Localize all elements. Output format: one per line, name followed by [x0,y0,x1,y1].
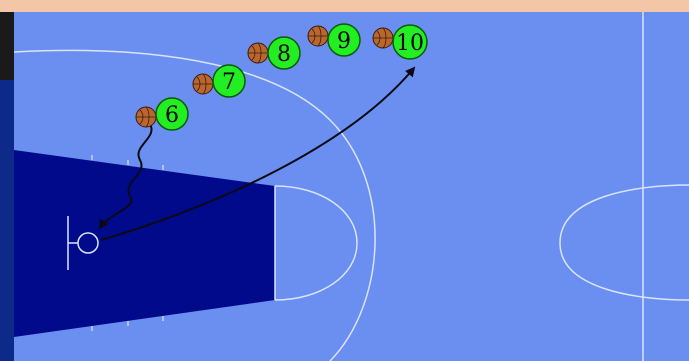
left-blue-band [0,80,14,361]
player-marker [392,24,428,60]
player-marker [212,64,246,98]
player-9: 9 [307,23,361,57]
player-8: 8 [247,36,301,70]
player-number: 6 [165,103,179,128]
player-6: 6 [135,97,189,131]
player-number: 7 [222,70,236,95]
paint-area [14,150,275,337]
player-number: 9 [337,29,351,54]
player-marker [327,23,361,57]
center-circle [559,184,689,301]
player-number: 8 [277,42,291,67]
player-marker [155,97,189,131]
player-number: 10 [396,31,424,56]
three-point-line [13,49,376,361]
dribble-path [98,123,153,230]
pass-path [100,66,416,241]
basketball-hoop-icon [77,232,99,254]
top-border-band [0,0,689,12]
lane-hash-marks [91,155,164,331]
left-dark-band [0,12,14,80]
free-throw-circle [274,185,358,301]
player-7: 7 [192,64,246,98]
player-marker [267,36,301,70]
player-10: 10 [372,24,428,60]
